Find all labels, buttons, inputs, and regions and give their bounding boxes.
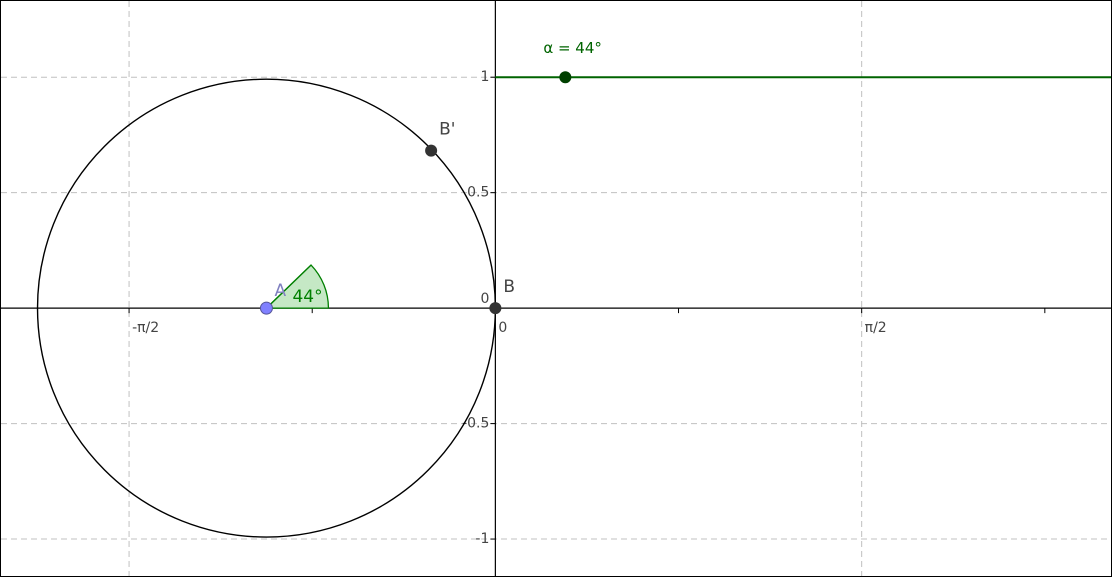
angle-label: 44° (292, 287, 322, 307)
axis-ticks: -π/2 0 π/2 1 0.5 -0.5 -1 (128, 69, 1046, 547)
y-tick-label: 1 (480, 69, 489, 85)
x-tick-label: π/2 (865, 320, 887, 336)
y-tick-label: -0.5 (462, 416, 489, 432)
point-b-label: B (503, 277, 515, 297)
point-b-prime-label: B' (439, 120, 455, 140)
slider-point[interactable] (559, 71, 572, 84)
point-a[interactable] (259, 301, 273, 315)
y-tick-label: 0.5 (467, 185, 489, 201)
origin-y-tick-label: 0 (480, 291, 489, 307)
angle-ray-segment (265, 264, 312, 309)
point-a-label: A (274, 281, 286, 301)
x-tick-label: -π/2 (132, 320, 159, 336)
y-tick-label: -1 (475, 531, 489, 547)
slider-label: α = 44° (543, 39, 602, 57)
x-tick-label: 0 (498, 320, 507, 336)
point-b[interactable] (489, 302, 502, 315)
point-b-prime[interactable] (425, 144, 438, 157)
